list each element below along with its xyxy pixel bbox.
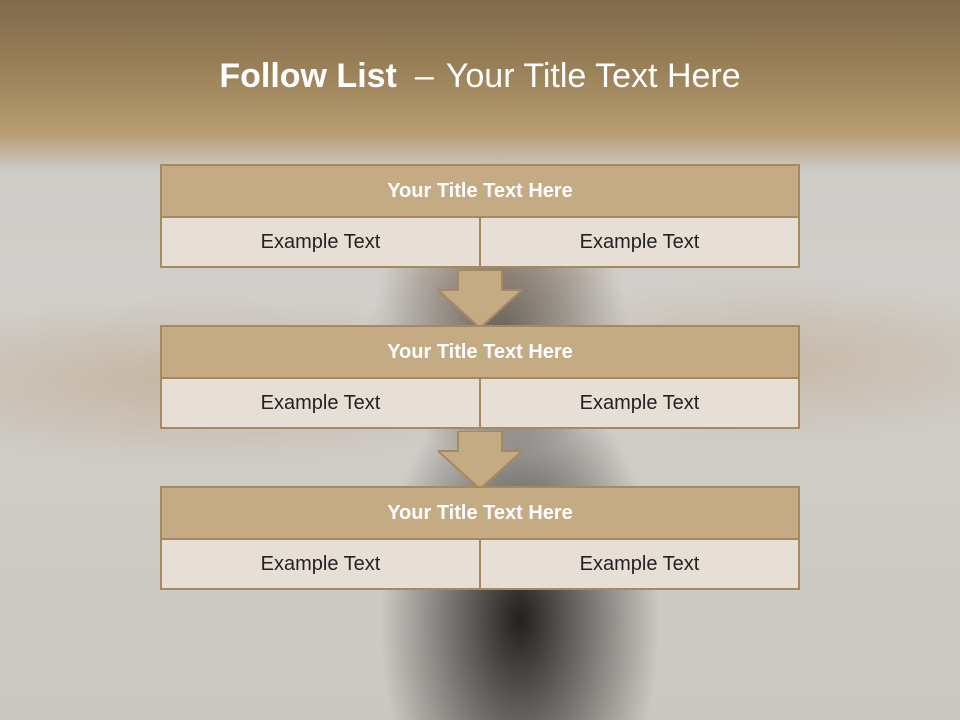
- block-cell-right: Example Text: [479, 218, 798, 266]
- block-cell-left: Example Text: [162, 379, 479, 427]
- block-heading: Your Title Text Here: [160, 486, 800, 540]
- title-separator: –: [414, 57, 434, 95]
- list-block-1: Your Title Text Here Example Text Exampl…: [160, 164, 800, 268]
- block-row: Example Text Example Text: [160, 540, 800, 590]
- block-cell-left: Example Text: [162, 218, 479, 266]
- down-arrow-icon: [438, 431, 522, 491]
- title-rest: Your Title Text Here: [445, 57, 741, 95]
- title-bold: Follow List: [219, 57, 397, 95]
- list-block-2: Your Title Text Here Example Text Exampl…: [160, 325, 800, 429]
- list-block-3: Your Title Text Here Example Text Exampl…: [160, 486, 800, 590]
- block-heading: Your Title Text Here: [160, 164, 800, 218]
- down-arrow-icon: [438, 270, 522, 330]
- block-cell-right: Example Text: [479, 379, 798, 427]
- block-cell-left: Example Text: [162, 540, 479, 588]
- block-row: Example Text Example Text: [160, 379, 800, 429]
- slide-title: Follow List–Your Title Text Here: [0, 50, 960, 102]
- block-cell-right: Example Text: [479, 540, 798, 588]
- block-row: Example Text Example Text: [160, 218, 800, 268]
- header-band: [0, 0, 960, 170]
- block-heading: Your Title Text Here: [160, 325, 800, 379]
